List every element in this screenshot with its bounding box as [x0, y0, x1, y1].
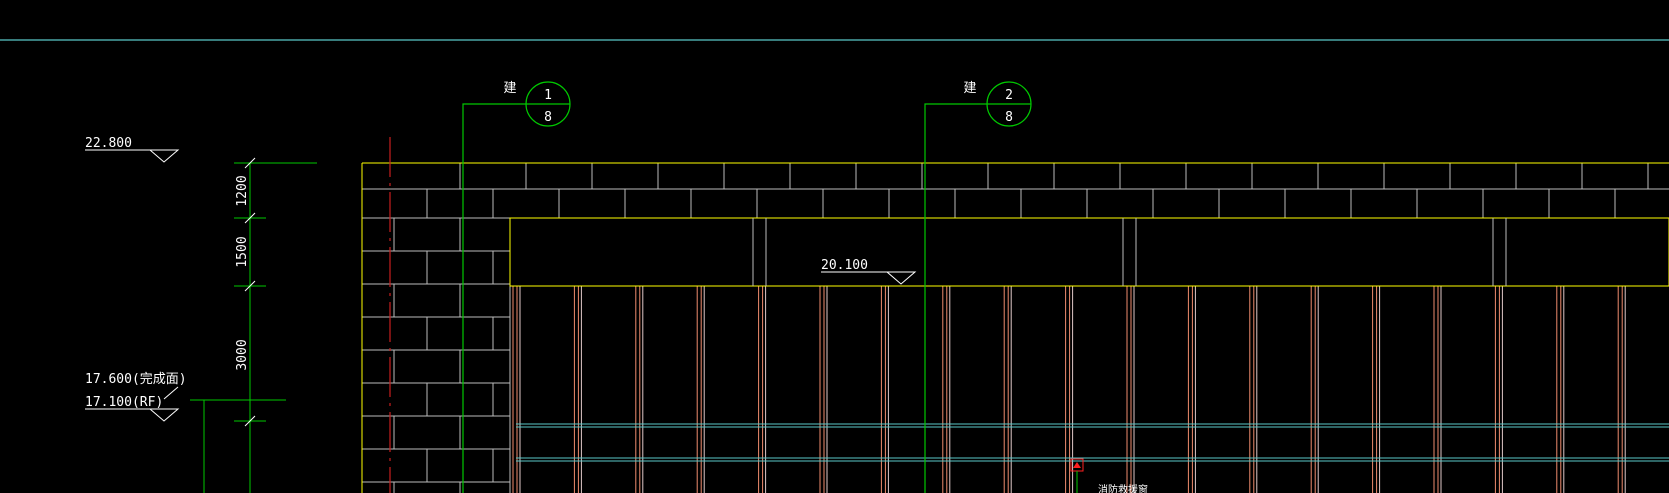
- marker-triangle: [1073, 462, 1081, 468]
- note-text: 消防救援窗: [1098, 483, 1148, 493]
- callout-leader-1: [462, 103, 526, 493]
- callout-number: 1: [544, 88, 552, 103]
- callout-prefix: 建: [503, 81, 516, 96]
- dimension-text: 1200: [235, 175, 250, 206]
- level-text: 22.800: [85, 136, 132, 151]
- level-mark-mid: 20.100: [821, 258, 917, 285]
- level-triangle: [821, 271, 917, 285]
- level-text: 17.100(RF): [85, 395, 163, 410]
- level-text: 20.100: [821, 258, 868, 273]
- level-triangle: [85, 408, 180, 422]
- level-text: 17.600(完成面): [85, 372, 187, 387]
- dim-tick: [244, 212, 256, 224]
- level-mark-finish: 17.600(完成面): [85, 372, 187, 400]
- section-callout-1: 1 8 建: [503, 81, 571, 127]
- dimension-ticks: [244, 157, 256, 427]
- glass-transoms: [516, 423, 1669, 462]
- level-leader: [163, 386, 179, 400]
- callout-sheet: 8: [1005, 110, 1013, 125]
- dim-tick: [244, 280, 256, 292]
- dimension-text: 1500: [235, 236, 250, 267]
- callout-prefix: 建: [963, 81, 976, 96]
- callout-number: 2: [1005, 88, 1013, 103]
- section-callout-2: 2 8 建: [963, 81, 1032, 127]
- level-triangle: [85, 149, 180, 163]
- level-mark-roof: 17.100(RF): [85, 395, 180, 422]
- fire-rescue-window-marker: 消防救援窗: [1070, 458, 1148, 493]
- dim-tick: [244, 415, 256, 427]
- building-outline: [361, 162, 1669, 493]
- section-leaders: [462, 103, 987, 493]
- beam-dividers: [752, 218, 1507, 286]
- callout-leader-2: [924, 103, 987, 493]
- callout-sheet: 8: [544, 110, 552, 125]
- level-mark-top: 22.800: [85, 136, 180, 163]
- dim-tick: [244, 157, 256, 169]
- dimension-text: 3000: [235, 339, 250, 370]
